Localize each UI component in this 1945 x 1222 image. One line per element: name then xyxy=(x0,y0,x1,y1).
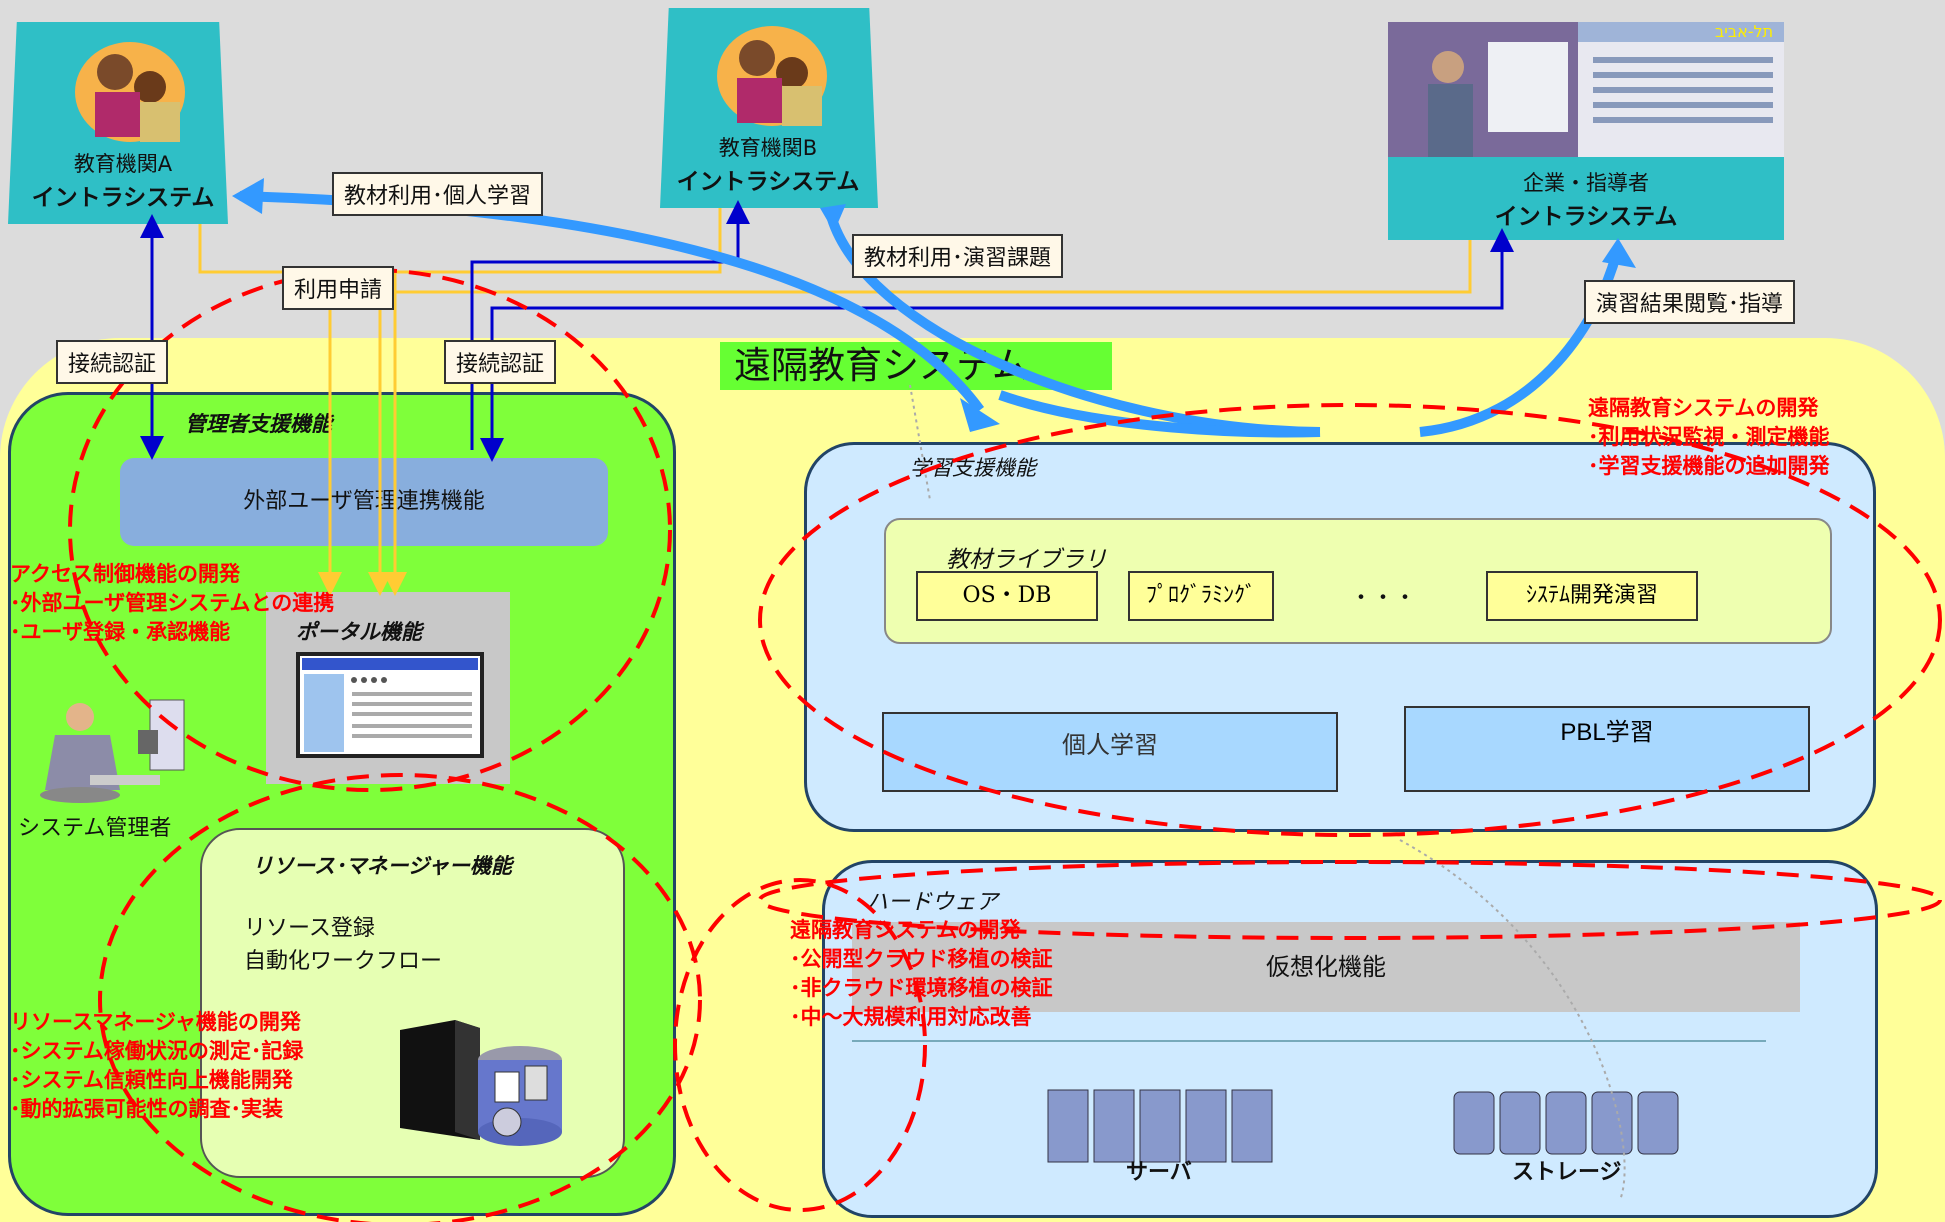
annotation-access-line-3: ･ユーザ登録・承認機能 xyxy=(10,620,231,644)
corporate-name: 企業・指導者 xyxy=(1523,171,1649,195)
institution-b-name: 教育機関B xyxy=(718,136,818,160)
annotation-remote-hw-line-3: ･非クラウド環境移植の検証 xyxy=(790,976,1053,1000)
students-illustration-a xyxy=(70,32,190,147)
label-auth-left: 接続認証 xyxy=(56,340,169,384)
storage-label: ストレージ xyxy=(1512,1160,1622,1185)
annotation-remote-hw-line-4: ･中～大規模利用対応改善 xyxy=(790,1005,1032,1029)
pbl-learning-box: PBL学習 xyxy=(1404,706,1810,792)
institution-b-system: イントラシステム xyxy=(676,169,860,195)
annotation-access-line-2: ･外部ユーザ管理システムとの連携 xyxy=(10,591,335,615)
institution-a-label: 教育機関A イントラシステム xyxy=(28,148,218,212)
servers-icon xyxy=(1046,1086,1278,1166)
annotation-remote-hardware: 遠隔教育システムの開発 ･公開型クラウド移植の検証 ･非クラウド環境移植の検証 … xyxy=(790,916,1053,1032)
annotation-access-control: アクセス制御機能の開発 ･外部ユーザ管理システムとの連携 ･ユーザ登録・承認機能 xyxy=(10,560,334,647)
library-item-ellipsis: ・・・ xyxy=(1350,586,1417,611)
sysadmin-label: システム管理者 xyxy=(18,816,172,841)
hardware-panel xyxy=(822,860,1878,1218)
server-label: サーバ xyxy=(1126,1160,1192,1185)
students-illustration-b xyxy=(712,18,832,130)
label-material-exercise: 教材利用･演習課題 xyxy=(852,234,1064,278)
annotation-remote-hw-line-2: ･公開型クラウド移植の検証 xyxy=(790,947,1053,971)
external-user-function: 外部ユーザ管理連携機能 xyxy=(120,458,608,546)
resource-server-icon xyxy=(395,1010,565,1150)
portal-title: ポータル機能 xyxy=(296,620,422,644)
annotation-resource-line-4: ･動的拡張可能性の調査･実装 xyxy=(10,1097,283,1121)
library-item-os-db: OS・DB xyxy=(916,571,1098,621)
portal-screen-icon xyxy=(296,652,484,758)
sysadmin-illustration xyxy=(20,695,188,805)
institution-b-label: 教育機関B イントラシステム xyxy=(668,132,868,196)
annotation-remote-hw-line-1: 遠隔教育システムの開発 xyxy=(790,918,1021,942)
resource-manager-title: リソース･マネージャー機能 xyxy=(252,854,512,878)
library-item-system-dev: ｼｽﾃﾑ開発演習 xyxy=(1486,571,1698,621)
label-result-view: 演習結果閲覧･指導 xyxy=(1584,280,1796,324)
hardware-title: ハードウェア xyxy=(866,890,999,915)
resource-registration: リソース登録 xyxy=(244,916,375,941)
hardware-divider xyxy=(852,1040,1766,1042)
institution-a-system: イントラシステム xyxy=(31,185,215,211)
automation-workflow: 自動化ワークフロー xyxy=(244,949,443,974)
institution-a-name: 教育機関A xyxy=(73,152,173,176)
label-usage-request: 利用申請 xyxy=(282,266,395,310)
annotation-remote-top-line-2: ･利用状況監視・測定機能 xyxy=(1588,425,1830,449)
annotation-remote-top-line-1: 遠隔教育システムの開発 xyxy=(1588,396,1819,420)
annotation-access-line-1: アクセス制御機能の開発 xyxy=(10,562,240,586)
library-title: 教材ライブラリ xyxy=(946,547,1107,573)
annotation-remote-top-line-3: ･学習支援機能の追加開発 xyxy=(1588,454,1830,478)
admin-support-title: 管理者支援機能 xyxy=(185,412,332,436)
personal-learning-box: 個人学習 xyxy=(882,712,1338,792)
annotation-remote-top: 遠隔教育システムの開発 ･利用状況監視・測定機能 ･学習支援機能の追加開発 xyxy=(1588,394,1830,481)
label-auth-right: 接続認証 xyxy=(444,340,557,384)
annotation-resource-line-1: リソースマネージャ機能の開発 xyxy=(10,1010,301,1034)
annotation-resource-line-2: ･システム稼働状況の測定･記録 xyxy=(10,1039,304,1063)
library-item-programming: ﾌﾟﾛｸﾞﾗﾐﾝｸﾞ xyxy=(1128,571,1274,621)
annotation-resource-manager: リソースマネージャ機能の開発 ･システム稼働状況の測定･記録 ･システム信頼性向… xyxy=(10,1008,303,1124)
corporate-label: 企業・指導者 イントラシステム xyxy=(1390,167,1782,231)
corporate-illustration xyxy=(1388,22,1784,157)
city-sign: תל-אביב xyxy=(1715,22,1774,41)
corporate-system: イントラシステム xyxy=(1494,204,1678,230)
annotation-resource-line-3: ･システム信頼性向上機能開発 xyxy=(10,1068,293,1092)
corporate-panel xyxy=(1388,155,1784,240)
label-material-personal: 教材利用･個人学習 xyxy=(332,172,544,216)
storage-icon xyxy=(1452,1084,1684,1164)
